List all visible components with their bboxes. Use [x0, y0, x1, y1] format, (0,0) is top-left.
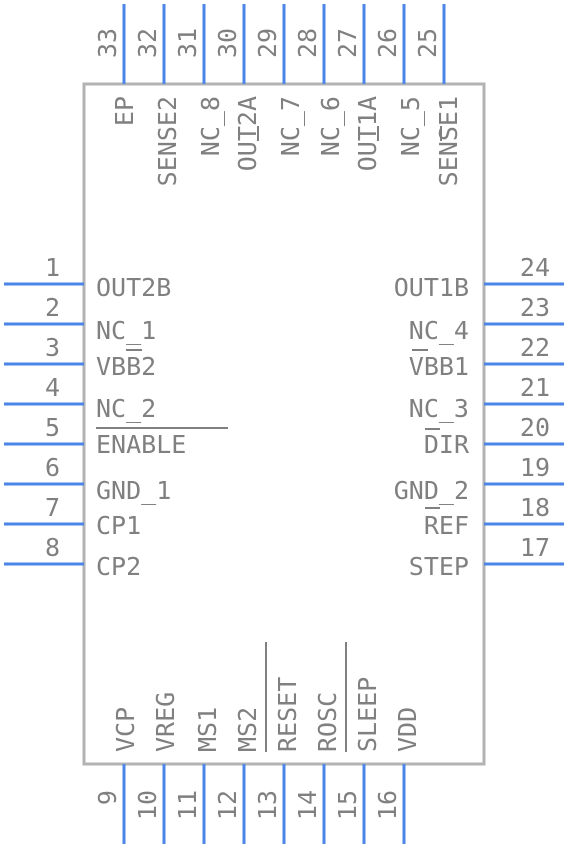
pin-24-label: OUT1B [394, 273, 469, 302]
pin-26-label: NC_5 [396, 96, 425, 156]
pin-31-number: 31 [173, 28, 202, 58]
top-pins: 33 32 31 30 29 28 27 26 25 EP SENSE2 NC_… [93, 4, 463, 186]
pin-20-number: 20 [520, 413, 550, 442]
pin-28-number: 28 [293, 28, 322, 58]
pin-23-number: 23 [520, 293, 550, 322]
pin-10-number: 10 [133, 790, 162, 820]
pin-25-label: SENSE1 [434, 96, 463, 186]
pin-11-number: 11 [173, 790, 202, 820]
pin-2-label: NC_1 [96, 316, 156, 345]
pin-8-number: 8 [45, 533, 60, 562]
pin-26-number: 26 [373, 28, 402, 58]
pin-6-number: 6 [45, 453, 60, 482]
pin-5-label: ENABLE [96, 430, 186, 459]
pin-11-label: MS1 [193, 707, 222, 752]
pin-5-number: 5 [45, 413, 60, 442]
pin-33-label: EP [110, 96, 139, 126]
pin-8-label: CP2 [96, 552, 141, 581]
pin-17-number: 17 [520, 533, 550, 562]
package-body [82, 82, 486, 766]
pin-10-label: VREG [151, 692, 180, 752]
pin-4-number: 4 [45, 373, 60, 402]
pin-29-number: 29 [253, 28, 282, 58]
pin-18-number: 18 [520, 493, 550, 522]
pin-7-number: 7 [45, 493, 60, 522]
pin-2-number: 2 [45, 293, 60, 322]
pin-25-number: 25 [413, 28, 442, 58]
pin-31-label: NC_8 [196, 96, 225, 156]
pin-3-label: VBB2 [96, 352, 156, 381]
pin-22-label: VBB1 [409, 352, 469, 381]
pin-19-number: 19 [520, 453, 550, 482]
pin-14-number: 14 [293, 790, 322, 820]
pin-22-number: 22 [520, 333, 550, 362]
pin-6-label: GND_1 [96, 476, 171, 505]
pin-23-label: NC_4 [409, 316, 469, 345]
pin-28-label: NC_6 [316, 96, 345, 156]
pin-14-label: ROSC [313, 692, 342, 752]
pin-3-number: 3 [45, 333, 60, 362]
pin-18-label: REF [424, 511, 469, 540]
pin-7-label: CP1 [96, 511, 141, 540]
pin-12-number: 12 [213, 790, 242, 820]
pin-21-label: NC_3 [409, 394, 469, 423]
pin-4-label: NC_2 [96, 394, 156, 423]
left-pins: 1 2 3 4 5 6 7 8 OUT2B NC_1 VBB2 NC_2 ENA… [4, 253, 228, 581]
pin-13-label: RESET [273, 677, 302, 752]
pin-16-label: VDD [393, 707, 422, 752]
pin-13-number: 13 [253, 790, 282, 820]
pin-33-number: 33 [93, 28, 122, 58]
pin-15-label: SLEEP [353, 677, 382, 752]
pin-32-number: 32 [133, 28, 162, 58]
pin-21-number: 21 [520, 373, 550, 402]
pin-29-label: NC_7 [276, 96, 305, 156]
pin-16-number: 16 [373, 790, 402, 820]
pin-1-label: OUT2B [96, 273, 171, 302]
pin-32-label: SENSE2 [153, 96, 182, 186]
right-pins: 24 23 22 21 20 19 18 17 OUT1B NC_4 VBB1 … [394, 253, 564, 581]
pin-17-label: STEP [409, 552, 469, 581]
bottom-pins: 9 10 11 12 13 14 15 16 VCP VREG MS1 MS2 … [93, 642, 422, 844]
pin-20-label: DIR [424, 430, 470, 459]
pin-12-label: MS2 [233, 707, 262, 752]
pin-30-number: 30 [213, 28, 242, 58]
pin-27-number: 27 [333, 28, 362, 58]
pin-19-label: GND_2 [394, 476, 469, 505]
pin-9-label: VCP [111, 707, 140, 752]
pin-1-number: 1 [45, 253, 60, 282]
pin-24-number: 24 [520, 253, 550, 282]
pin-15-number: 15 [333, 790, 362, 820]
pin-9-number: 9 [93, 790, 122, 805]
